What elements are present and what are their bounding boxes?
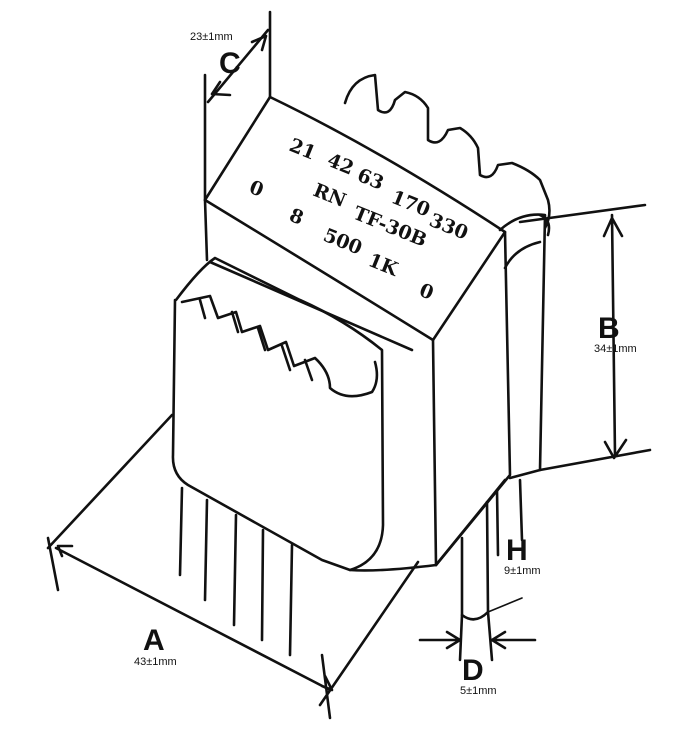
dimension-d-value: 5±1mm xyxy=(460,685,497,697)
dimension-h-pointer xyxy=(487,597,523,613)
dimension-a-lines xyxy=(46,413,420,720)
dimension-c-letter: C xyxy=(219,47,241,80)
dimension-a: A 43±1mm xyxy=(46,413,420,720)
mark-21: 21 xyxy=(286,134,319,164)
dimension-b-value: 34±1mm xyxy=(594,343,637,355)
mark-0-right: 0 xyxy=(416,279,437,304)
mark-0-left: 0 xyxy=(246,176,267,201)
top-face-markings: 21 42 63 170 330 0 RN TF-30B 8 500 1K 0 xyxy=(246,134,471,304)
dimension-c-value: 23±1mm xyxy=(190,31,233,43)
mark-63: 63 xyxy=(354,164,387,194)
mark-rn: RN xyxy=(310,179,349,212)
mark-8: 8 xyxy=(286,204,307,229)
right-pin xyxy=(460,478,524,621)
mark-1k: 1K xyxy=(365,249,402,281)
right-side-face xyxy=(434,213,547,567)
dimension-b: B 34±1mm xyxy=(518,203,652,472)
dimension-d-lines xyxy=(418,610,537,662)
base-edges xyxy=(348,478,507,572)
dimension-c-lines xyxy=(203,10,272,202)
mark-500: 500 xyxy=(320,224,365,259)
front-pins xyxy=(178,486,294,657)
dimension-h-letter: H xyxy=(506,534,528,567)
dimension-b-letter: B xyxy=(598,312,620,345)
mark-42: 42 xyxy=(324,149,357,179)
front-core-face xyxy=(203,198,438,567)
dimension-c: C 23±1mm xyxy=(190,10,272,202)
top-bobbin xyxy=(343,73,551,230)
mark-330: 330 xyxy=(426,209,471,244)
transformer-body xyxy=(171,73,551,657)
front-coil-slots xyxy=(180,294,379,398)
front-coil xyxy=(171,256,385,572)
dimension-a-value: 43±1mm xyxy=(134,656,177,668)
dimension-d: D 5±1mm xyxy=(418,610,537,697)
dimension-d-letter: D xyxy=(462,654,484,687)
dimension-h-value: 9±1mm xyxy=(504,565,541,577)
dimension-h: H 9±1mm xyxy=(487,534,541,613)
dimension-b-lines xyxy=(518,203,652,472)
dimension-a-letter: A xyxy=(143,624,165,657)
